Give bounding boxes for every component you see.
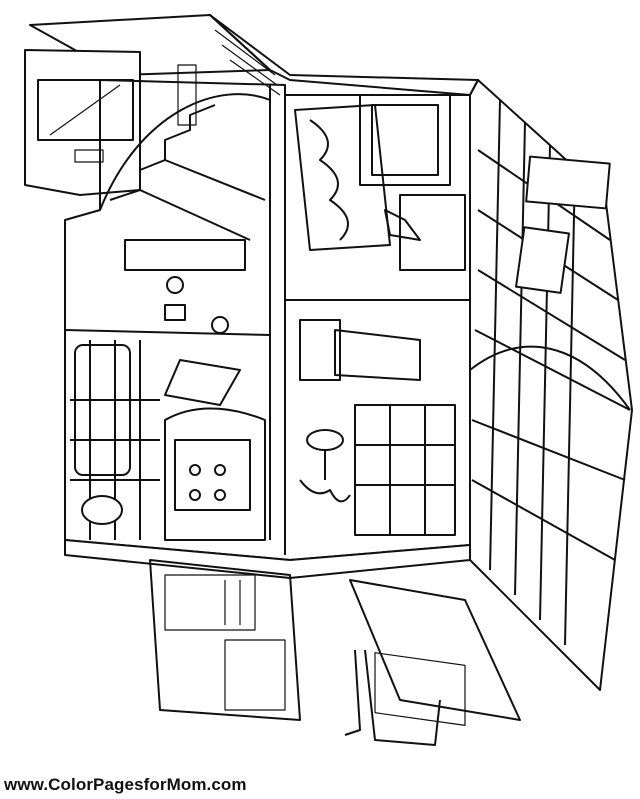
attic-window-box: [24, 49, 197, 196]
house-illustration: [24, 14, 633, 746]
bedroom: [294, 94, 466, 271]
bathroom: [70, 340, 266, 541]
support-post: [344, 649, 441, 746]
living-room: [299, 319, 456, 536]
stairs-room: [99, 93, 271, 334]
lower-floor: [64, 539, 521, 726]
site-credit: www.ColorPagesforMom.com: [4, 775, 247, 794]
right-side-wall: [469, 79, 633, 691]
